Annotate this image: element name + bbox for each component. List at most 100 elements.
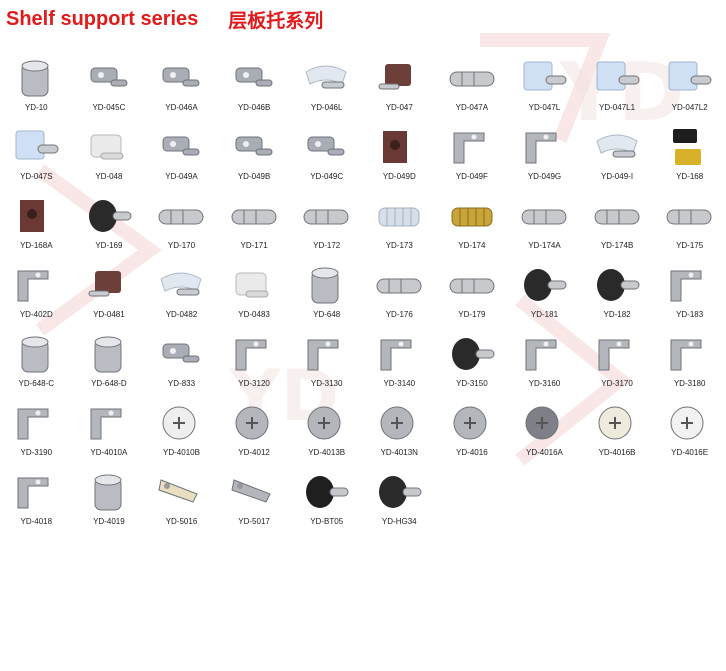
product-code: YD-648-D [91, 379, 127, 388]
metal-tube-icon [94, 474, 122, 511]
product-item: YD-3180 [653, 326, 726, 395]
product-item: YD-049-I [581, 119, 654, 188]
product-code: YD-402D [19, 310, 53, 319]
product-code: YD-5016 [165, 517, 198, 526]
product-code: YD-4010B [163, 448, 200, 457]
product-item: YD-174B [581, 188, 654, 257]
product-code: YD-3170 [601, 379, 633, 388]
product-item: YD-5017 [218, 464, 291, 533]
product-item: YD-648-D [73, 326, 146, 395]
metal-pin-icon [231, 209, 277, 225]
product-item: YD-179 [436, 257, 509, 326]
product-code: YD-4018 [20, 517, 53, 526]
cam-lock-icon [162, 406, 196, 440]
product-item: YD-046L [290, 50, 363, 119]
pin-clip-icon [162, 67, 200, 87]
metal-bracket-icon [670, 339, 702, 371]
product-item: YD-176 [363, 257, 436, 326]
white-clip-icon [235, 272, 269, 298]
product-code: YD-0482 [165, 310, 198, 319]
product-code: YD-0481 [93, 310, 125, 319]
metal-bracket-icon [453, 132, 485, 164]
product-code: YD-175 [676, 241, 704, 250]
product-code: YD-048 [95, 172, 123, 181]
product-item: YD-HG34 [363, 464, 436, 533]
product-item: YD-046A [145, 50, 218, 119]
product-item: YD-047 [363, 50, 436, 119]
product-item: YD-169 [73, 188, 146, 257]
clear-cube-icon [668, 61, 712, 91]
product-item: YD-049G [508, 119, 581, 188]
pin-clip-icon [90, 67, 128, 87]
metal-pin-icon [521, 209, 567, 225]
metal-pin-icon [666, 209, 712, 225]
metal-tube-icon [21, 60, 49, 97]
product-code: YD-183 [676, 310, 704, 319]
product-item: YD-045C [73, 50, 146, 119]
product-item: YD-049B [218, 119, 291, 188]
product-item: YD-4019 [73, 464, 146, 533]
product-code: YD-046A [165, 103, 198, 112]
product-item: YD-10 [0, 50, 73, 119]
product-item: YD-4016E [653, 395, 726, 464]
product-item: YD-402D [0, 257, 73, 326]
product-item: YD-0481 [73, 257, 146, 326]
black-screw-icon [378, 476, 422, 508]
metal-bracket-icon [17, 477, 49, 509]
product-item: YD-168A [0, 188, 73, 257]
pin-clip-icon [162, 343, 200, 363]
product-code: YD-049A [165, 172, 198, 181]
metal-pin-icon [594, 209, 640, 225]
metal-bracket-icon [598, 339, 630, 371]
product-item: YD-047L [508, 50, 581, 119]
cam-lock-icon [307, 406, 341, 440]
cam-lock-icon [453, 406, 487, 440]
product-item: YD-046B [218, 50, 291, 119]
black-screw-icon [451, 338, 495, 370]
product-code: YD-172 [313, 241, 341, 250]
product-item: YD-4013N [363, 395, 436, 464]
product-code: YD-182 [603, 310, 631, 319]
product-item: YD-172 [290, 188, 363, 257]
clear-dowel-icon [378, 207, 420, 227]
product-code: YD-049-I [601, 172, 634, 181]
lever-icon [158, 479, 198, 503]
product-item: YD-4016A [508, 395, 581, 464]
product-code: YD-049C [310, 172, 344, 181]
product-code: YD-833 [167, 379, 196, 388]
product-code: YD-174A [528, 241, 561, 250]
metal-bracket-icon [17, 408, 49, 440]
product-code: YD-5017 [238, 517, 270, 526]
product-item: YD-049C [290, 119, 363, 188]
product-code: YD-3150 [456, 379, 488, 388]
black-screw-icon [596, 269, 640, 301]
product-item: YD-4016B [581, 395, 654, 464]
product-item: YD-3160 [508, 326, 581, 395]
product-item: YD-4013B [290, 395, 363, 464]
product-code: YD-049G [527, 172, 562, 181]
lever-icon [231, 479, 271, 503]
product-code: YD-648-C [18, 379, 55, 388]
product-code: YD-171 [240, 241, 268, 250]
product-code: YD-047A [455, 103, 489, 112]
product-code: YD-047L2 [671, 103, 708, 112]
product-code: YD-3190 [20, 448, 53, 457]
product-item: YD-3190 [0, 395, 73, 464]
product-item: YD-182 [581, 257, 654, 326]
product-code: YD-173 [385, 241, 413, 250]
product-code: YD-049D [382, 172, 416, 181]
metal-tube-icon [21, 336, 49, 373]
product-code: YD-3140 [383, 379, 416, 388]
product-item: YD-175 [653, 188, 726, 257]
clear-cube-icon [15, 130, 59, 160]
product-code: YD-10 [24, 103, 48, 112]
product-item: YD-183 [653, 257, 726, 326]
black-screw-icon [88, 200, 132, 232]
product-item: YD-3120 [218, 326, 291, 395]
black-screw-icon [524, 269, 567, 301]
product-item: YD-3170 [581, 326, 654, 395]
metal-pin-icon [449, 278, 495, 294]
product-item: YD-047A [436, 50, 509, 119]
product-item: YD-047L2 [653, 50, 726, 119]
product-item: YD-648 [290, 257, 363, 326]
